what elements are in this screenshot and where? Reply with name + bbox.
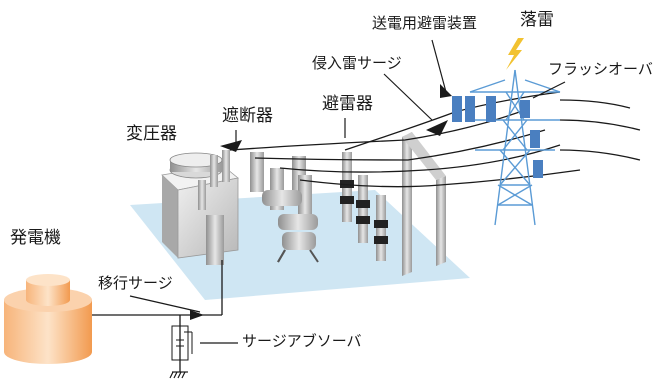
label-transfer-surge: 移行サージ (98, 274, 173, 292)
generator (4, 274, 92, 364)
gantry-structure (402, 132, 446, 276)
label-flashover: フラッシオーバ (548, 60, 653, 78)
label-transformer: 変圧器 (126, 124, 177, 144)
label-tl-arrester: 送電用避雷装置 (372, 14, 478, 32)
label-breaker: 遮断器 (222, 106, 273, 126)
tl-arrester-arrow-icon (440, 84, 452, 98)
label-generator: 発電機 (10, 228, 61, 248)
lightning-bolt-icon (506, 38, 524, 70)
label-arrester: 避雷器 (322, 94, 373, 114)
incoming-surge-arrow-icon (426, 120, 448, 136)
surge-absorber-symbol (171, 325, 193, 361)
ground-symbol (169, 371, 188, 379)
label-surge-absorber: サージアブソーバ (242, 332, 362, 350)
transformer (161, 150, 239, 265)
label-lightning-strike: 落雷 (520, 10, 554, 30)
circuit-breaker (250, 152, 319, 263)
label-incoming-surge: 侵入雷サージ (312, 54, 402, 72)
label-leaders (129, 39, 566, 344)
transfer-surge-arrow-icon (190, 310, 204, 320)
lightning-arresters (340, 152, 388, 261)
breaker-surge-arrow-icon (220, 140, 242, 152)
tower-insulators (452, 96, 543, 178)
